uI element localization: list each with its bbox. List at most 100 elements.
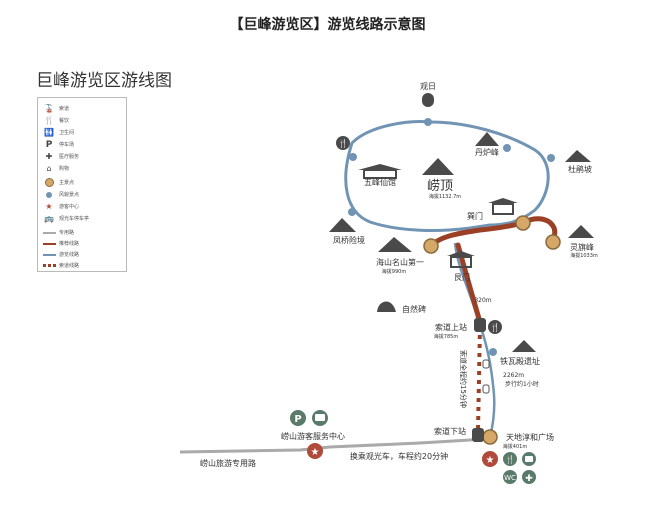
label-road: 崂山旅游专用路 xyxy=(200,458,256,468)
svg-text:🍴: 🍴 xyxy=(338,138,348,148)
label-wufengxianguan: 五峰仙馆 xyxy=(364,177,396,187)
svg-text:🍴: 🍴 xyxy=(505,454,515,464)
spot-danlufeng xyxy=(503,144,511,152)
dash-line-icon xyxy=(42,261,56,270)
jiawa-mountain-icon xyxy=(512,340,536,352)
label-genmen: 艮门 xyxy=(454,272,470,282)
legend-item-scenic-spot: 风貌景点 xyxy=(42,190,79,199)
svg-text:🍴: 🍴 xyxy=(490,322,500,332)
legend-item-main-spot: 主景点 xyxy=(42,178,74,187)
legend-item-visitor-center: ★游客中心 xyxy=(42,202,79,211)
upper-station-icon xyxy=(474,318,486,332)
label-danlufeng: 丹炉峰 xyxy=(475,147,499,157)
cable-car-icon: 🚡 xyxy=(44,104,54,113)
spot-duyuanpo xyxy=(547,154,555,162)
gold-spot-icon xyxy=(42,178,56,187)
shop-icon: ⌂ xyxy=(46,164,52,173)
legend-item-medical: ✚医疗服务 xyxy=(42,152,79,161)
label-duyuanpo: 杜鹃坡 xyxy=(568,164,592,174)
grey-line-icon xyxy=(42,228,56,237)
star-icon: ★ xyxy=(45,202,53,211)
map-title: 巨峰游览区游线图 xyxy=(36,71,172,91)
label-xunmen: 巽门 xyxy=(467,211,483,221)
legend-item-restaurant: 🍴餐饮 xyxy=(42,116,69,125)
svg-text:★: ★ xyxy=(486,455,495,466)
svg-text:P: P xyxy=(294,414,301,425)
cable-car-icon xyxy=(482,359,490,394)
label-suodao-lower: 索道下站 xyxy=(434,426,466,436)
fengqiao-mountain-icon xyxy=(329,218,356,232)
guanri-pavilion-icon xyxy=(422,93,434,107)
toilet-icon: WC xyxy=(503,470,517,484)
label-haishanmingshan-alt: 海拔990m xyxy=(382,268,407,275)
main-spot-markers xyxy=(423,215,561,445)
haishan-mountain-icon xyxy=(378,237,412,252)
lower-station-icon xyxy=(472,428,484,442)
label-fengqiaoxianjing: 凤桥险境 xyxy=(333,235,365,245)
legend-item-cable-car: 🚡索道 xyxy=(42,104,69,113)
label-suodao-upper: 索道上站 xyxy=(435,322,467,332)
spot-wufeng xyxy=(349,153,357,161)
bus-icon xyxy=(312,410,328,426)
legend-item-road: 专用路 xyxy=(42,228,74,237)
legend-item-recommended: 推荐线路 xyxy=(42,239,79,248)
label-distance-2262: 2262m xyxy=(503,372,524,379)
svg-text:★: ★ xyxy=(311,447,320,458)
blue-line-icon xyxy=(42,250,56,259)
laoding-mountain-icon xyxy=(422,158,454,175)
genmen-gate-icon xyxy=(447,251,475,268)
label-lingqifeng-alt: 海拔1033m xyxy=(570,252,598,259)
svg-text:WC: WC xyxy=(504,474,516,482)
label-walk-time: 步行约1小时 xyxy=(505,380,539,388)
parking-icon: P xyxy=(290,410,306,426)
bus-icon xyxy=(522,452,536,466)
restaurant-icon: 🍴 xyxy=(44,116,54,125)
restaurant-icon: 🍴 xyxy=(503,452,517,466)
label-zirangbei: 自然碑 xyxy=(402,304,426,314)
lingqifeng-mountain-icon xyxy=(568,225,594,238)
label-suodao-upper-alt: 海拔785m xyxy=(434,333,459,340)
cableway-line xyxy=(476,325,482,431)
bus-icon: 🚌 xyxy=(44,214,54,223)
label-distance-320: 320m xyxy=(474,297,491,304)
spot-guanri xyxy=(424,118,432,126)
medical-icon: ✚ xyxy=(45,152,53,161)
label-visitor-center: 崂山游客服务中心 xyxy=(281,431,345,441)
label-jiawa: 铁瓦殿遗址 xyxy=(500,356,540,366)
hiking-route xyxy=(453,242,496,438)
label-lingqifeng: 灵旗峰 xyxy=(570,242,594,252)
label-guanri: 观日 xyxy=(420,82,436,91)
blue-spot-icon xyxy=(42,190,56,199)
legend-item-bus: 🚌观光车停车亭 xyxy=(42,214,89,223)
visitor-center-star-icon: ★ xyxy=(307,443,323,459)
xunmen-gate-icon xyxy=(488,198,518,215)
danlufeng-mountain-icon xyxy=(475,132,499,146)
label-tiandi: 天地淳和广场 xyxy=(506,432,554,442)
svg-text:✚: ✚ xyxy=(525,474,533,484)
label-laoding-alt: 海拔1132.7m xyxy=(429,193,461,200)
legend-item-toilet: 🚻卫生间 xyxy=(42,128,74,137)
label-haishanmingshan: 海山名山第一 xyxy=(376,257,424,267)
label-tiandi-alt: 海拔401m xyxy=(503,443,528,450)
label-laoding: 崂顶 xyxy=(427,179,453,194)
duyuanpo-mountain-icon xyxy=(565,150,591,162)
red-line-icon xyxy=(42,239,56,248)
restaurant-icon: 🍴 xyxy=(488,320,502,334)
toilet-icon: 🚻 xyxy=(44,128,54,137)
legend-item-cableway: 索道线路 xyxy=(42,261,79,270)
summit-loop-route xyxy=(344,120,550,232)
spot-fengqiao xyxy=(348,208,356,216)
wufeng-hall-icon xyxy=(358,164,402,179)
page-title: 【巨峰游览区】游览线路示意图 xyxy=(229,17,426,33)
label-suodao-length: 索道全程约15分钟 xyxy=(459,350,468,408)
legend-item-shop: ⌂购物 xyxy=(42,164,69,173)
zirangbei-rock-icon xyxy=(377,301,396,312)
medical-icon: ✚ xyxy=(522,470,536,484)
spot-jiawa xyxy=(489,348,497,356)
restaurant-icon: 🍴 xyxy=(336,136,350,150)
label-transfer: 换乘观光车，车程约20分钟 xyxy=(350,451,448,461)
legend-item-tour-route: 游览线路 xyxy=(42,250,79,259)
